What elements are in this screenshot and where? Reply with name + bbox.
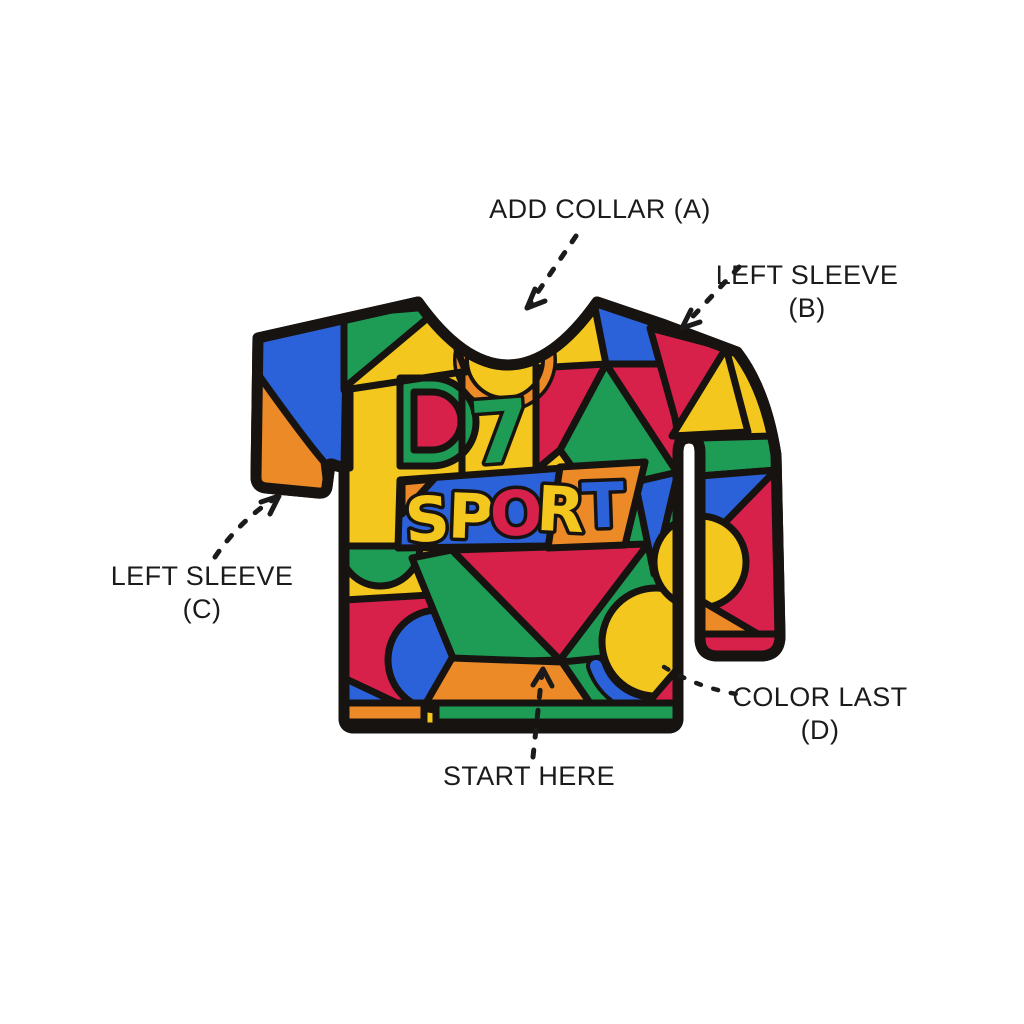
arrow-start-icon xyxy=(530,666,555,760)
shirt-outline xyxy=(250,296,786,734)
annotation-arrows xyxy=(212,233,747,760)
arrow-b-icon xyxy=(679,264,742,331)
hem-green xyxy=(432,699,682,726)
label-add-collar: ADD COLLAR (A) xyxy=(489,194,711,224)
sport-letter: O xyxy=(489,476,544,551)
label-left-sleeve-c: LEFT SLEEVE (C) xyxy=(110,561,294,624)
sport-letter: T xyxy=(581,468,626,542)
sport-letter: R xyxy=(535,472,587,547)
sport-letter: S xyxy=(403,482,451,557)
arrow-d-icon xyxy=(661,664,747,698)
arrow-a-icon xyxy=(524,233,579,311)
label-left-sleeve-b: LEFT SLEEVE (B) xyxy=(715,260,899,323)
arrow-c-icon xyxy=(212,493,282,560)
sport-letter: P xyxy=(447,479,495,554)
sport-panel: S P O R T xyxy=(394,458,649,561)
label-color-last: COLOR LAST (D) xyxy=(732,682,908,745)
color-last-circle xyxy=(598,584,714,700)
hem-orange xyxy=(340,699,428,726)
label-start-here: START HERE xyxy=(442,761,616,791)
